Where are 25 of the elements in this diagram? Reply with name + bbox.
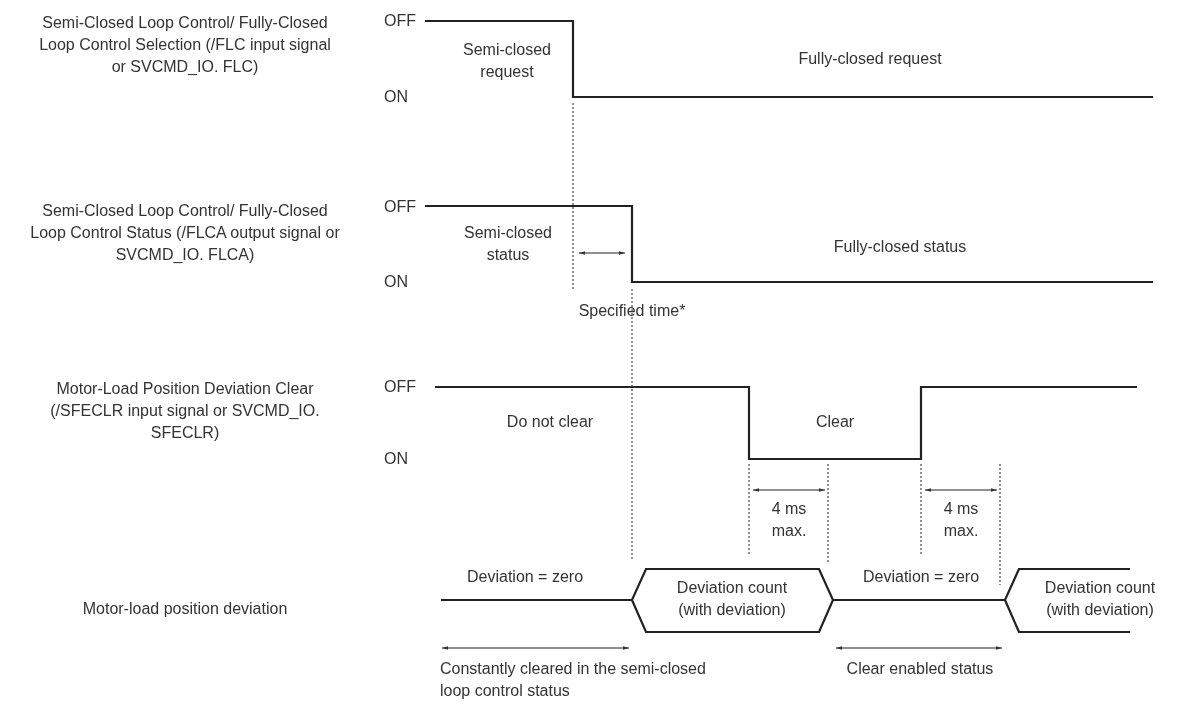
signal-name: Semi-Closed Loop Control/ Fully-Closed Loop Control Status (/FLCA output signal or SVCMD_IO. FLCA) (30, 201, 340, 265)
state-label: Deviation count (with deviation) (1043, 578, 1157, 620)
state-label: Deviation = zero (465, 567, 585, 587)
state-label: Do not clear (505, 412, 595, 432)
level-label: ON (384, 449, 409, 469)
state-label: Clear (814, 412, 856, 432)
state-label: Deviation count (with deviation) (675, 578, 789, 620)
level-label: OFF (384, 11, 417, 31)
note-text: Clear enabled status (845, 659, 995, 679)
level-label: ON (384, 272, 409, 292)
state-label: Semi-closed request (462, 40, 552, 82)
note-text: Constantly cleared in the semi-closed loop control status (440, 659, 707, 701)
signal-name: Semi-Closed Loop Control/ Fully-Closed Loop Control Selection (/FLC input signal or SVCMD_IO. FLC) (38, 13, 332, 77)
signal-name: Motor-load position deviation (81, 599, 289, 619)
time-label: 4 ms max. (942, 499, 980, 541)
state-label: Semi-closed status (463, 223, 553, 265)
state-label: Fully-closed request (797, 49, 943, 69)
time-label: Specified time* (577, 301, 687, 321)
signal-name: Motor-Load Position Deviation Clear (/SFECLR input signal or SVCMD_IO. SFECLR) (49, 379, 321, 443)
state-label: Deviation = zero (861, 567, 981, 587)
state-label: Fully-closed status (832, 237, 968, 257)
level-label: OFF (384, 377, 417, 397)
level-label: OFF (384, 197, 417, 217)
level-label: ON (384, 87, 409, 107)
time-label: 4 ms max. (770, 499, 808, 541)
